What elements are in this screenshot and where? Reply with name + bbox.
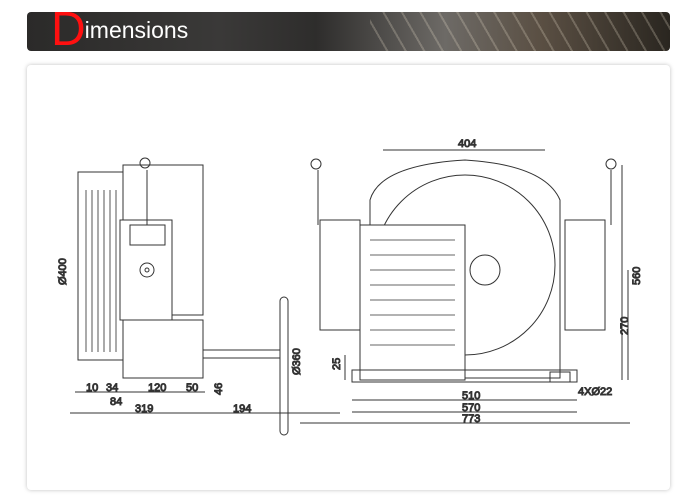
handwheel — [279, 296, 289, 436]
dim-319: 319 — [135, 403, 153, 415]
base — [122, 319, 204, 379]
dim-510: 510 — [462, 390, 480, 402]
dim-270: 270 — [619, 317, 631, 335]
title-initial: D — [51, 12, 86, 51]
dim-34: 34 — [106, 382, 118, 394]
front-view — [300, 149, 630, 424]
right-brake — [564, 219, 606, 331]
header-background-image — [370, 12, 670, 51]
left-brake — [319, 219, 361, 331]
dim-25: 25 — [331, 358, 343, 370]
side-view — [70, 157, 340, 436]
dim-560: 560 — [631, 267, 643, 285]
dim-holes: 4XØ22 — [578, 386, 612, 398]
dim-120: 120 — [148, 382, 166, 394]
section-header: Dimensions — [27, 12, 670, 51]
dim-50: 50 — [186, 382, 198, 394]
dim-570: 570 — [462, 402, 480, 414]
section-title: Dimensions — [51, 12, 188, 51]
dim-dia360: Ø360 — [291, 348, 303, 375]
dim-773: 773 — [462, 413, 480, 425]
title-rest: imensions — [84, 17, 189, 43]
dim-404: 404 — [458, 138, 476, 150]
dim-46: 46 — [213, 383, 225, 395]
dim-10: 10 — [86, 382, 98, 394]
dim-84: 84 — [110, 396, 122, 408]
dim-194: 194 — [233, 403, 251, 415]
dim-dia400: Ø400 — [57, 258, 69, 285]
